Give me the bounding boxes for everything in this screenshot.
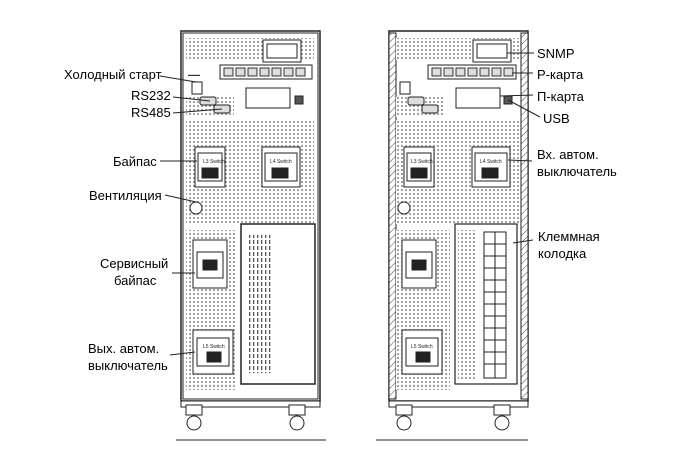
label-rs485: RS485 [131, 105, 171, 120]
svg-text:L4 Switch: L4 Switch [270, 159, 292, 165]
svg-text:L3 Switch: L3 Switch [411, 159, 433, 165]
svg-text:▬▬▬: ▬▬▬ [188, 72, 200, 77]
svg-text:L3 Switch: L3 Switch [203, 159, 225, 165]
leader-lines [159, 52, 541, 356]
svg-text:L4 Switch: L4 Switch [480, 159, 502, 165]
svg-text:L5 Switch: L5 Switch [411, 344, 433, 350]
label-ventilation: Вентиляция [89, 188, 162, 203]
label-input-breaker-line1: Вх. автом. [537, 147, 599, 162]
label-service-bypass-line1: Сервисный [100, 256, 169, 271]
left-cabinet: ▬▬▬ L3 Switch L4 Switch [176, 30, 326, 441]
label-service-bypass-line2: байпас [114, 273, 157, 288]
label-snmp: SNMP [537, 46, 575, 61]
label-terminal-block-line2: колодка [538, 246, 587, 261]
label-input-breaker-line2: выключатель [537, 164, 617, 179]
label-p-card-cyr: П-карта [537, 89, 584, 104]
label-usb: USB [543, 111, 570, 126]
svg-text:L5 Switch: L5 Switch [203, 344, 225, 350]
label-p-card-latin: P-карта [537, 67, 584, 82]
label-cold-start: Холодный старт [64, 67, 162, 82]
label-output-breaker-line2: выключатель [88, 358, 168, 373]
right-cabinet: L3 Switch L4 Switch L5 Switch [376, 30, 529, 441]
label-rs232: RS232 [131, 88, 171, 103]
label-output-breaker-line1: Вых. автом. [88, 341, 160, 356]
label-bypass: Байпас [113, 154, 157, 169]
label-terminal-block-line1: Клеммная [538, 229, 600, 244]
